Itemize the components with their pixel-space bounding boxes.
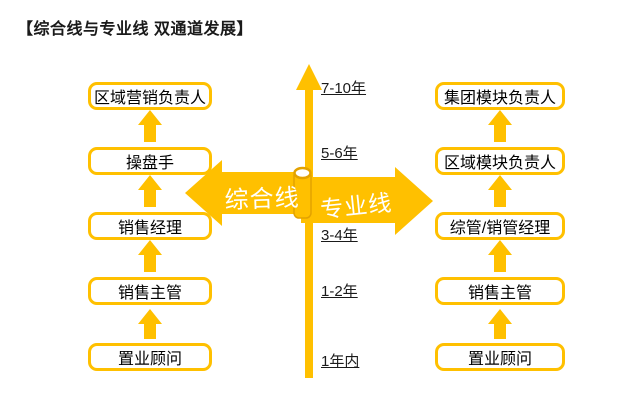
up-arrow-icon xyxy=(138,175,162,207)
level-box-regional-marketing-head: 区域营销负责人 xyxy=(88,82,212,110)
timeline-label-1-2y: 1-2年 xyxy=(321,283,358,300)
up-arrow-icon xyxy=(138,240,162,272)
level-box-sales-supervisor-right: 销售主管 xyxy=(435,277,565,305)
level-box-regional-module-head: 区域模块负责人 xyxy=(435,147,565,175)
level-box-property-consultant-right: 置业顾问 xyxy=(435,343,565,371)
up-arrow-icon xyxy=(138,110,162,142)
up-arrow-icon xyxy=(488,309,512,339)
level-box-group-module-head: 集团模块负责人 xyxy=(435,82,565,110)
timeline-label-5-6y: 5-6年 xyxy=(321,145,358,162)
page-title: 【综合线与专业线 双通道发展】 xyxy=(17,21,253,38)
comprehensive-track-label: 综合线 xyxy=(224,184,301,215)
up-arrow-icon xyxy=(488,175,512,207)
timeline-label-7-10y: 7-10年 xyxy=(321,80,367,97)
timeline-label-under-1y: 1年内 xyxy=(321,353,360,370)
level-box-operator: 操盘手 xyxy=(88,147,212,175)
timeline-label-3-4y: 3-4年 xyxy=(321,227,358,244)
level-box-sales-manager: 销售经理 xyxy=(88,212,212,240)
comprehensive-track-arrow xyxy=(185,160,310,226)
professional-track-arrow xyxy=(301,167,433,235)
level-box-sales-supervisor-left: 销售主管 xyxy=(88,277,212,305)
level-box-admin-sales-manager: 综管/销管经理 xyxy=(435,212,565,240)
timeline-up-arrowhead-icon xyxy=(296,64,322,90)
level-box-property-consultant-left: 置业顾问 xyxy=(88,343,212,371)
timeline-axis-line xyxy=(305,84,313,378)
up-arrow-icon xyxy=(138,309,162,339)
ribbon-curl-opening xyxy=(293,166,312,180)
up-arrow-icon xyxy=(488,240,512,272)
up-arrow-icon xyxy=(488,110,512,142)
